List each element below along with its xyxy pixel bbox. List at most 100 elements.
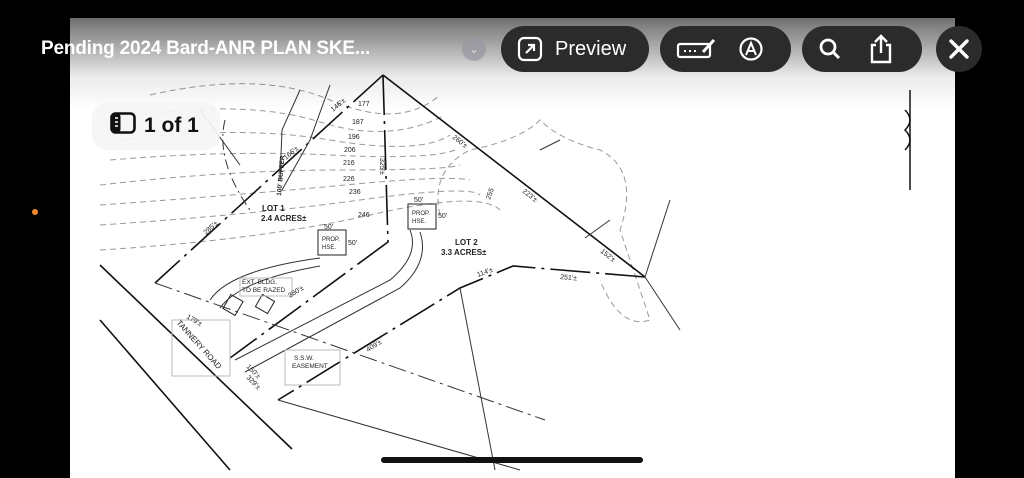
plan-label: TO BE RAZED	[242, 287, 286, 294]
plan-mark	[874, 34, 888, 53]
plan-label: EXT. BLDG.	[242, 279, 277, 286]
plan-label: 325'±	[378, 158, 385, 175]
plan-label: 177	[358, 101, 370, 108]
lot2-label: LOT 2	[455, 238, 478, 247]
plan-mark	[171, 203, 437, 386]
plan-mark	[222, 119, 251, 211]
autofill-icon[interactable]	[738, 36, 764, 62]
plan-mark	[277, 265, 646, 401]
plan-label: HSE.	[412, 219, 426, 225]
plan-mark	[229, 74, 389, 359]
plan-label: 114'±	[476, 267, 494, 279]
plan-mark	[154, 282, 546, 421]
plan-mark	[99, 200, 501, 251]
plan-mark	[437, 119, 651, 322]
plan-label: 260'±	[451, 134, 469, 150]
buffer-label: 100' BUFFER	[276, 155, 287, 196]
plan-mark	[525, 43, 536, 54]
plan-label: 226	[343, 176, 355, 183]
plan-mark	[284, 349, 341, 386]
plan-mark	[539, 139, 681, 331]
plan-mark	[109, 149, 456, 161]
plan-mark	[99, 319, 231, 471]
plan-label: 187	[352, 119, 364, 126]
plan-label: 50'	[438, 213, 447, 220]
existing-building	[222, 293, 244, 317]
close-icon	[948, 38, 970, 60]
plan-mark	[870, 43, 892, 64]
markup-icon[interactable]	[676, 37, 716, 61]
chevron-down-icon[interactable]: ⌄	[462, 37, 486, 61]
plan-mark	[99, 190, 481, 226]
plan-mark	[239, 277, 293, 297]
markup-group	[660, 26, 791, 72]
pdf-page[interactable]: 177 187 196 206 216 226 236 246 255 146'…	[70, 18, 955, 478]
plan-mark	[831, 50, 841, 60]
lot1-label: LOT 1	[262, 204, 285, 213]
plan-mark	[819, 38, 837, 56]
plan-label: 285'±	[203, 220, 220, 237]
plan-label: 206	[344, 147, 356, 154]
lot1-proposed-house	[317, 229, 347, 256]
plan-label: 146'±	[330, 97, 348, 113]
plan-label: 409'±	[365, 339, 383, 354]
north-arrow	[903, 90, 911, 190]
plan-mark	[517, 36, 543, 62]
search-icon[interactable]	[818, 37, 842, 61]
plan-mark	[745, 40, 757, 56]
plan-label: 223'±	[521, 188, 539, 204]
plan-mark	[739, 37, 763, 61]
document-title[interactable]: Pending 2024 Bard-ANR PLAN SKE...	[41, 38, 371, 59]
thin-lines	[154, 84, 681, 471]
home-indicator[interactable]	[381, 457, 643, 463]
contour-lines	[99, 83, 651, 322]
plan-mark	[949, 39, 969, 59]
plan-mark	[676, 42, 712, 59]
plan-label: 236	[349, 189, 361, 196]
plan-label: 50'	[414, 197, 423, 204]
plan-label: 50'	[324, 224, 333, 231]
lot-lines	[99, 74, 646, 471]
plan-label: 251'±	[560, 274, 578, 282]
plan-label: 50'	[348, 240, 357, 247]
plan-label: PROP.	[322, 237, 340, 243]
plan-label: 255	[485, 187, 496, 200]
preview-label: Preview	[555, 37, 627, 60]
plan-mark	[171, 319, 231, 377]
plan-label: 246	[358, 212, 370, 219]
open-external-icon	[517, 36, 543, 62]
plan-label: S.S.W.	[294, 355, 314, 362]
plan-mark	[459, 287, 496, 471]
plan-mark	[99, 264, 293, 450]
plan-mark	[154, 74, 384, 284]
plan-mark	[279, 84, 331, 191]
dimension-labels: 146'± 166'± 285'± 325'± 260'± 223'± 152'…	[185, 97, 616, 391]
plan-mark	[111, 113, 121, 133]
lot2-proposed-house	[407, 203, 437, 230]
plan-label: EASEMENT	[292, 363, 328, 370]
plan-label: 216	[343, 160, 355, 167]
plan-mark	[99, 177, 471, 206]
lot2-area: 3.3 ACRES±	[441, 248, 487, 257]
plan-label: PROP.	[412, 211, 430, 217]
plan-label: 380'±	[287, 285, 305, 300]
plan-label: 152'±	[599, 248, 617, 264]
lot1-area: 2.4 ACRES±	[261, 214, 307, 223]
plan-mark	[139, 108, 446, 132]
preview-button[interactable]: Preview	[501, 26, 649, 72]
close-button[interactable]	[936, 26, 982, 72]
plan-text: LOT 1 2.4 ACRES± LOT 2 3.3 ACRES± TANNER…	[175, 155, 488, 371]
site-plan-drawing: 177 187 196 206 216 226 236 246 255 146'…	[99, 74, 911, 471]
plan-label: 196	[348, 134, 360, 141]
plan-label: HSE.	[322, 245, 336, 251]
plan-mark	[903, 109, 911, 151]
plan-mark	[115, 117, 118, 127]
search-share-group	[802, 26, 922, 72]
page-indicator[interactable]: 1 of 1	[92, 102, 220, 150]
existing-building	[254, 293, 276, 315]
page-count: 1 of 1	[144, 114, 199, 137]
plan-mark	[701, 38, 716, 54]
plan-mark	[234, 229, 423, 373]
status-dot	[32, 209, 38, 215]
share-icon[interactable]	[868, 33, 894, 65]
